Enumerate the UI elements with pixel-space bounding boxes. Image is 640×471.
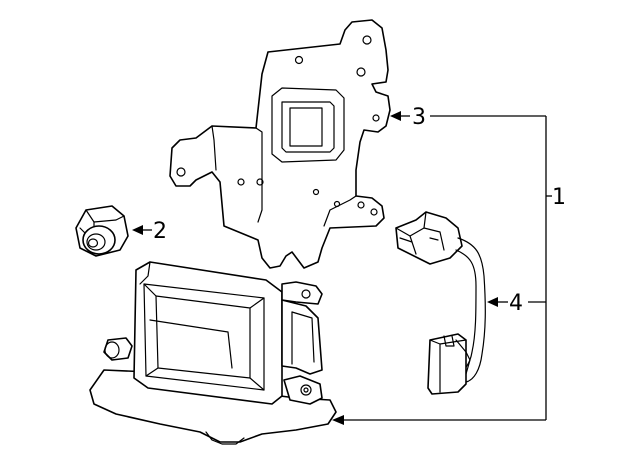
callout-2-arrowhead: [132, 225, 143, 235]
callout-2-label: 2: [153, 219, 167, 244]
part-1-sensor-module: [89, 261, 337, 445]
part-3-bracket: [169, 19, 391, 269]
part-4-wiring-harness: [395, 211, 486, 395]
part-2-nut: [75, 205, 129, 257]
leader-lines: [132, 111, 552, 425]
callout-1-label: 1: [552, 185, 566, 210]
callout-4-arrowhead: [487, 297, 498, 307]
callout-1-arrowhead: [332, 415, 344, 425]
callout-3-label: 3: [412, 105, 426, 130]
callout-3-arrowhead: [390, 111, 401, 121]
callout-4-label: 4: [509, 291, 523, 316]
